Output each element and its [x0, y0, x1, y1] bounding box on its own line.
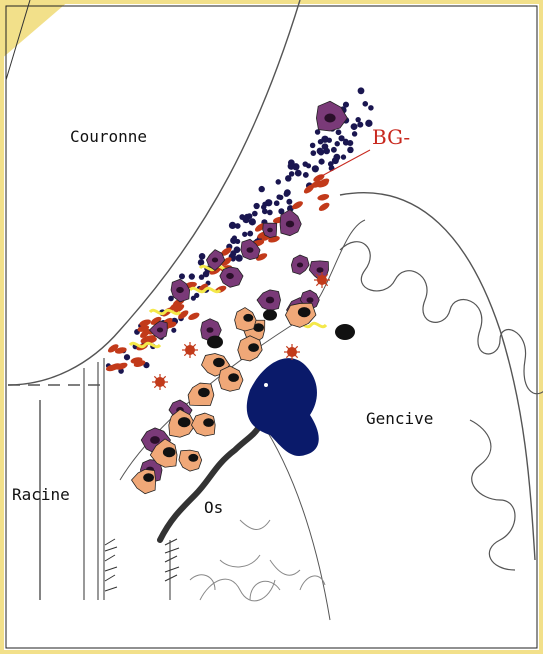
plaque-dot — [357, 122, 363, 128]
plaque-dot — [323, 148, 330, 155]
plaque-dot — [267, 210, 273, 216]
plaque-dot — [336, 129, 342, 135]
plaque-dot — [262, 202, 267, 207]
plaque-dot — [286, 199, 292, 205]
plaque-dot — [355, 117, 360, 122]
plaque-dot — [310, 143, 315, 148]
plaque-dot — [312, 165, 319, 172]
plaque-dot — [351, 123, 358, 130]
plaque-dot — [276, 194, 281, 199]
label-racine: Racine — [12, 485, 70, 504]
plaque-dot — [327, 138, 332, 143]
black-cell — [335, 324, 355, 340]
label-bg: BG- — [372, 125, 410, 149]
plaque-dot — [318, 149, 324, 155]
plaque-dot — [341, 154, 346, 159]
plaque-dot — [274, 200, 280, 206]
plaque-dot — [352, 131, 357, 136]
purple-cell-nucleus — [207, 327, 214, 333]
plaque-dot — [302, 161, 308, 167]
plaque-dot — [338, 135, 344, 141]
plaque-dot — [249, 218, 256, 225]
orange-cell-nucleus — [143, 473, 154, 482]
plaque-dot — [203, 271, 210, 278]
red-spiked-cell — [314, 272, 330, 288]
plaque-dot — [229, 222, 236, 229]
orange-cell-nucleus — [213, 358, 225, 367]
plaque-dot — [331, 147, 337, 153]
purple-cell-nucleus — [176, 287, 184, 293]
plaque-dot — [234, 246, 241, 253]
orange-cell-nucleus — [248, 343, 259, 352]
purple-cell-nucleus — [324, 114, 335, 123]
plaque-dot — [288, 163, 295, 170]
plaque-dot — [347, 147, 353, 153]
plaque-dot — [310, 150, 316, 156]
purple-cell-nucleus — [150, 436, 160, 444]
black-cell — [263, 309, 277, 320]
purple-cell-nucleus — [247, 247, 254, 253]
plaque-dot — [335, 141, 340, 146]
plaque-dot — [199, 253, 206, 260]
label-gencive: Gencive — [366, 409, 433, 428]
purple-cell-nucleus — [157, 327, 163, 332]
plaque-dot — [246, 213, 252, 219]
plaque-dot — [247, 231, 253, 237]
purple-cell-nucleus — [286, 221, 294, 228]
plaque-dot — [242, 232, 247, 237]
purple-cell-nucleus — [212, 257, 218, 262]
orange-cell-nucleus — [198, 388, 210, 397]
purple-cell-nucleus — [317, 267, 324, 273]
plaque-dot — [295, 170, 302, 177]
purple-cell-nucleus — [226, 273, 234, 279]
plaque-dot — [259, 186, 265, 192]
plaque-dot — [235, 254, 242, 261]
plaque-dot — [194, 293, 199, 298]
orange-cell-nucleus — [243, 314, 253, 322]
red-spiked-cell — [152, 374, 168, 390]
plaque-dot — [368, 105, 374, 111]
plaque-dot — [179, 273, 185, 279]
plaque-dot — [230, 237, 237, 244]
plaque-dot — [303, 172, 309, 178]
orange-cell-nucleus — [163, 447, 176, 457]
orange-cell-nucleus — [188, 454, 198, 462]
plaque-dot — [198, 259, 205, 266]
plaque-dot — [343, 140, 349, 146]
orange-cell-nucleus — [178, 417, 191, 427]
plaque-dot — [124, 354, 130, 360]
orange-cell-nucleus — [203, 418, 214, 427]
plaque-dot — [171, 328, 176, 333]
plaque-dot — [318, 139, 323, 144]
plaque-dot — [253, 203, 259, 209]
plaque-dot — [333, 154, 340, 161]
plaque-dot — [262, 208, 268, 214]
purple-cell-nucleus — [267, 228, 273, 232]
purple-cell-nucleus — [307, 297, 314, 303]
black-cell — [207, 336, 223, 349]
plaque-dot — [319, 159, 325, 165]
blue-mass-highlight — [264, 383, 268, 387]
purple-cell-nucleus — [297, 262, 303, 267]
plaque-dot — [276, 179, 281, 184]
orange-cell-nucleus — [228, 373, 239, 382]
purple-cell-nucleus — [266, 297, 274, 304]
red-spiked-cell — [284, 344, 300, 360]
plaque-dot — [289, 171, 295, 177]
plaque-dot — [358, 87, 365, 94]
red-spiked-cell — [182, 342, 198, 358]
orange-cell-nucleus — [298, 307, 311, 317]
plaque-dot — [362, 101, 368, 107]
label-couronne: Couronne — [70, 127, 147, 146]
plaque-dot — [252, 211, 258, 217]
plaque-dot — [189, 273, 195, 279]
label-os: Os — [204, 498, 223, 517]
plaque-dot — [284, 191, 290, 197]
